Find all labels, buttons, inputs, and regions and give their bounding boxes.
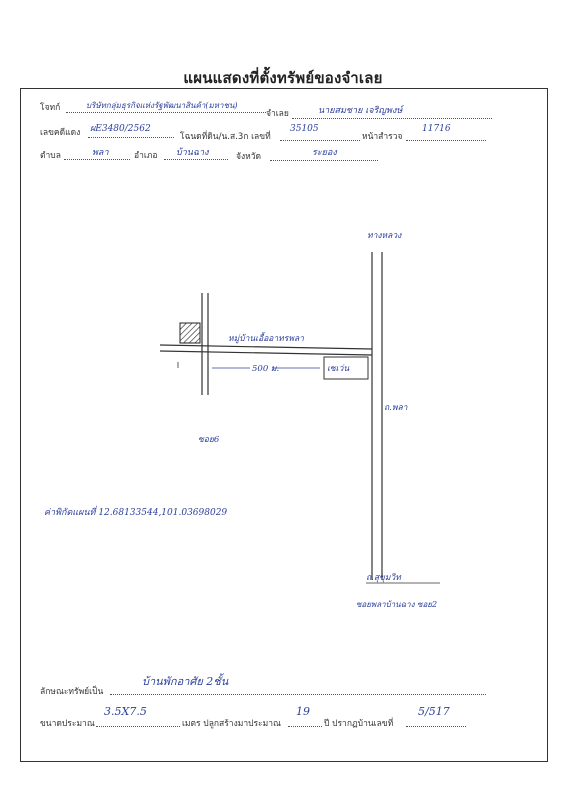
property-type-label: ลักษณะทรัพย์เป็น [40,687,104,697]
left-road-label: ซอย6 [198,435,220,445]
years-dots [288,726,322,727]
plaintiff-label: โจทก์ [40,103,61,113]
right-road-label: ถ.พลา [384,403,408,413]
deed-value: 35105 [290,124,319,134]
case-no-dots [88,137,174,138]
highway-label: ทางหลวง [367,231,402,241]
defendant-value: นายสมชาย เจริญพงษ์ [318,106,403,116]
subdistrict-dots [64,159,130,160]
subdistrict-label: ตำบล [40,151,61,161]
year-label: ปี ปรากฏบ้านเลขที่ [324,719,394,729]
province-label: จังหวัด [236,152,262,162]
plaintiff-dots [66,112,266,113]
case-no-label: เลขคดีแดง [40,128,81,138]
bottom-soi-label: ซอยพลาบ้านฉาง ซอย2 [356,600,438,609]
district-dots [164,159,228,160]
defendant-label: จำเลย [266,109,289,119]
marker-box-label: เซเว่น [327,364,350,374]
province-value: ระยอง [312,148,337,158]
size-label: ขนาดประมาณ [40,719,95,729]
house-no-value: 5/517 [418,705,450,718]
province-dots [270,160,378,161]
village-road-top [159,344,373,350]
target-property-hatch [179,322,201,344]
marker-box [323,356,369,380]
size-value: 3.5X7.5 [104,705,147,718]
coordinates-label: ค่าพิกัดแผนที่ 12.68133544,101.03698029 [44,508,228,518]
village-road-bottom [159,350,373,356]
page-title: แผนแสดงที่ตั้งทรัพย์ของจำเลย [183,69,383,87]
deed-dots [280,140,360,141]
subdistrict-value: พลา [92,148,109,158]
distance-label: 500 ม. [252,364,280,374]
district-label: อำเภอ [134,151,158,161]
property-type-value: บ้านพักอาศัย 2ชั้น [142,675,229,688]
size-dots [96,726,180,727]
document-frame [20,88,548,762]
house-no-dots [406,726,466,727]
property-type-dots [110,694,486,695]
village-road-label: หมู่บ้านเอื้ออาทรพลา [228,334,304,344]
bottom-road-label: ถ.สุขุมวิท [366,573,401,583]
defendant-dots [292,118,492,119]
plaintiff-value: บริษัทกลุ่มธุรกิจแห่งรัฐพัฒนาสินค้า(มหาช… [86,101,238,110]
years-value: 19 [296,705,310,718]
survey-label: หน้าสำรวจ [362,132,403,142]
survey-value: 11716 [422,124,451,134]
case-no-value: ผE3480/2562 [90,124,151,134]
survey-dots [406,140,486,141]
district-value: บ้านฉาง [176,148,209,158]
deed-label: โฉนดที่ดิน/น.ส.3ก เลขที่ [180,132,271,142]
meters-label: เมตร ปลูกสร้างมาประมาณ [182,719,281,729]
